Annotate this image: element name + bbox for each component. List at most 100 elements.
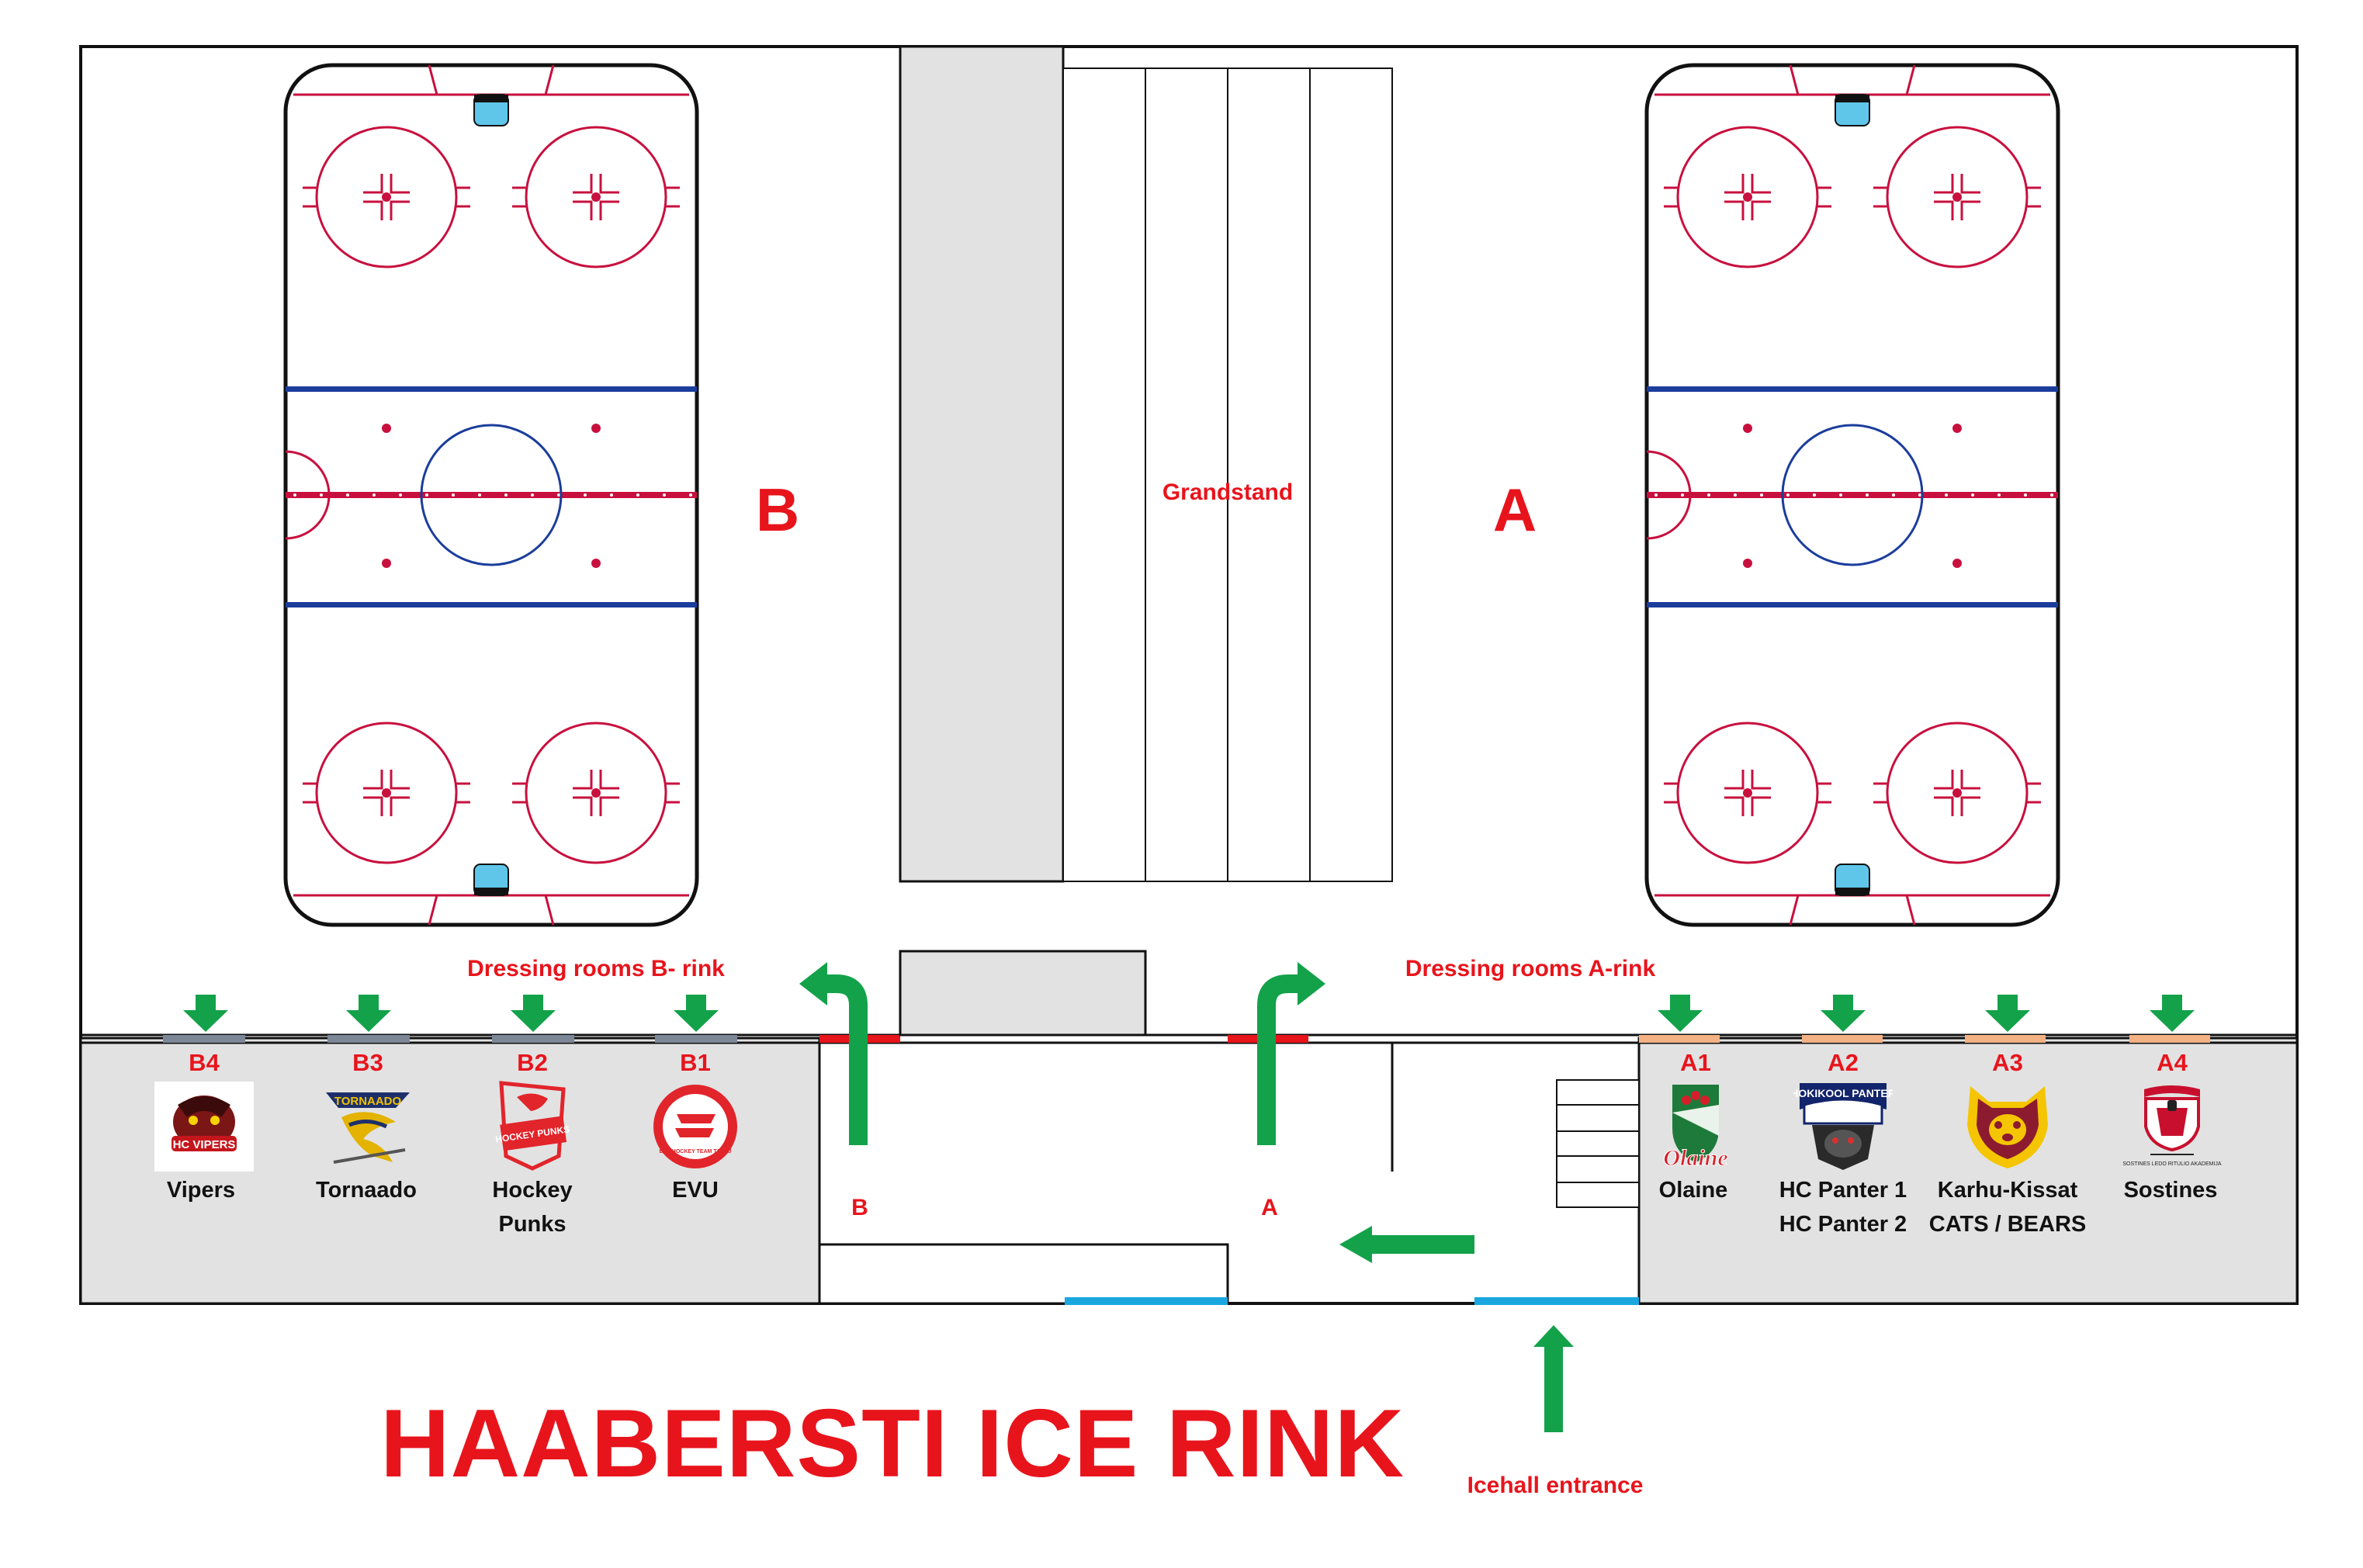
svg-text:HC VIPERS: HC VIPERS xyxy=(173,1138,236,1151)
faceoff-marks xyxy=(573,174,619,220)
tornaado-logo: TORNAADO xyxy=(318,1082,418,1172)
neutral-dot xyxy=(1952,559,1962,568)
vipers-logo: HC VIPERS xyxy=(154,1082,254,1172)
faceoff-dot xyxy=(382,192,391,202)
faceoff-hash xyxy=(1873,186,2041,208)
arrow-b4 xyxy=(183,995,228,1032)
referee-crease xyxy=(285,450,331,540)
center-line-dash xyxy=(1654,493,1658,497)
small-room xyxy=(899,950,1147,1037)
faceoff-hash xyxy=(512,186,680,208)
goal-net xyxy=(1835,95,1869,102)
room-code-a2: A2 xyxy=(1828,1049,1859,1076)
center-line-dash xyxy=(584,493,587,497)
center-circle xyxy=(1781,424,1924,566)
neutral-dot xyxy=(382,424,391,433)
dressing-rooms-a-label: Dressing rooms A-rink xyxy=(1405,956,1656,981)
faceoff-marks xyxy=(573,770,619,816)
faceoff-marks xyxy=(1724,174,1771,220)
neutral-dot xyxy=(1952,424,1962,433)
arrow-b2 xyxy=(511,995,556,1032)
neutral-dot xyxy=(591,424,601,433)
team-name-a2-line2: HC Panter 2 xyxy=(1779,1212,1907,1237)
team-name-a4: Sostines xyxy=(2123,1178,2218,1203)
blue-line xyxy=(1647,386,2058,392)
stairs xyxy=(1556,1079,1640,1208)
center-line-dash xyxy=(610,493,613,497)
goal-net xyxy=(474,888,508,895)
neutral-dot xyxy=(591,559,601,568)
team-name-b3: Tornaado xyxy=(316,1178,417,1203)
center-line-dash xyxy=(478,493,481,497)
center-line-dash xyxy=(1813,493,1816,497)
faceoff-marks xyxy=(1934,770,1980,816)
center-line-dash xyxy=(399,493,402,497)
faceoff-circle xyxy=(1886,126,2029,268)
faceoff-circle xyxy=(1676,722,1819,864)
faceoff-hash xyxy=(303,782,470,804)
trapezoid xyxy=(1789,895,1916,926)
faceoff-dot xyxy=(1952,788,1962,798)
rink-letter-b: B xyxy=(755,476,800,544)
center-line-dash xyxy=(372,493,376,497)
faceoff-circle xyxy=(315,126,458,268)
center-line-dash xyxy=(346,493,349,497)
trapezoid xyxy=(1789,64,1916,95)
blue-line xyxy=(286,386,697,392)
faceoff-circle xyxy=(1676,126,1819,268)
faceoff-marks xyxy=(1724,770,1771,816)
olaine-logo: Olaine xyxy=(1646,1082,1745,1172)
team-name-a1: Olaine xyxy=(1658,1178,1728,1203)
svg-text:EVU HOCKEY TEAM TARTU: EVU HOCKEY TEAM TARTU xyxy=(659,1149,731,1154)
faceoff-dot xyxy=(591,192,601,202)
grandstand-label: Grandstand xyxy=(1162,479,1294,505)
room-code-b3: B3 xyxy=(352,1049,383,1076)
faceoff-dot xyxy=(382,788,391,798)
center-line-dash xyxy=(531,493,534,497)
team-name-a3-line2: CATS / BEARS xyxy=(1928,1212,2087,1237)
trapezoid xyxy=(428,895,555,926)
center-circle xyxy=(420,424,563,566)
svg-text:SOSTINES LEDO RITULIO AKADEMIJ: SOSTINES LEDO RITULIO AKADEMIJA xyxy=(2122,1161,2222,1167)
room-doors-b xyxy=(163,1035,737,1043)
center-line-dash xyxy=(1945,493,1948,497)
arrow-b1 xyxy=(674,995,719,1032)
arrow-a1 xyxy=(1658,995,1703,1032)
room-code-b1: B1 xyxy=(680,1049,711,1076)
neutral-dot xyxy=(1743,559,1752,568)
center-line xyxy=(1647,492,2058,498)
team-name-a2-line1: HC Panter 1 xyxy=(1779,1178,1907,1203)
faceoff-dot xyxy=(1743,788,1752,798)
faceoff-circle xyxy=(1886,722,2029,864)
trapezoid xyxy=(428,64,555,95)
center-line-dash xyxy=(1971,493,1974,497)
faceoff-hash xyxy=(1664,186,1831,208)
karhu-kissat-logo xyxy=(1958,1082,2057,1172)
center-line-dash xyxy=(452,493,455,497)
center-line-dash xyxy=(1839,493,1842,497)
team-name-b2-line1: Hockey xyxy=(492,1178,573,1203)
center-line-dash xyxy=(1997,493,2001,497)
room-lower-b xyxy=(818,1243,1229,1305)
team-name-b2-line2: Punks xyxy=(498,1212,566,1237)
room-code-a1: A1 xyxy=(1680,1049,1711,1076)
center-line-dash xyxy=(1707,493,1710,497)
referee-crease xyxy=(1646,450,1692,540)
center-line-dash xyxy=(2024,493,2027,497)
team-name-b1: EVU xyxy=(672,1178,719,1203)
center-line-dash xyxy=(425,493,428,497)
center-line-dash xyxy=(504,493,508,497)
center-line-dash xyxy=(1734,493,1737,497)
arrow-a3 xyxy=(1985,995,2030,1032)
center-line-dash xyxy=(663,493,666,497)
svg-text:HOKIKOOL PANTER: HOKIKOOL PANTER xyxy=(1793,1087,1893,1099)
goal-net xyxy=(1835,888,1869,895)
center-line-dash xyxy=(1760,493,1763,497)
hockey-punks-logo: HOCKEY PUNKS xyxy=(483,1078,582,1171)
corridor-label-b: B xyxy=(851,1195,868,1220)
svg-text:TORNAADO: TORNAADO xyxy=(334,1095,402,1108)
center-line-dash xyxy=(1786,493,1790,497)
corridor-arrow xyxy=(1339,1226,1474,1263)
team-name-b4: Vipers xyxy=(166,1178,236,1203)
